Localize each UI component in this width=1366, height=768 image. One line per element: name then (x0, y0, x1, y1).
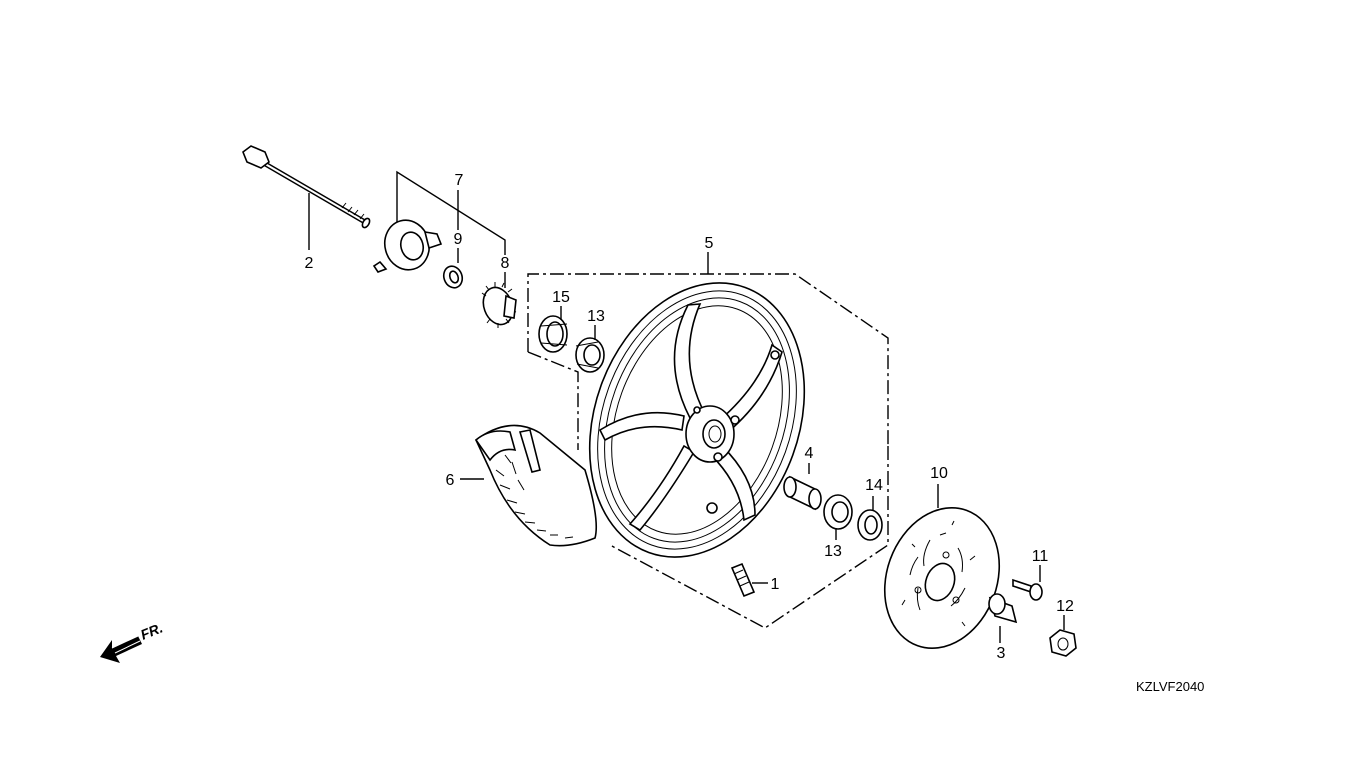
callout-3: 3 (997, 645, 1006, 662)
callout-2: 2 (305, 255, 314, 272)
part-bearing-left (575, 337, 605, 373)
callout-1: 1 (771, 576, 780, 593)
part-washer (442, 265, 464, 289)
callout-11: 11 (1032, 548, 1049, 565)
callout-10: 10 (930, 465, 948, 482)
callout-bracket-5-lower (527, 351, 889, 629)
part-valve (730, 562, 756, 598)
front-direction-arrow (100, 635, 142, 663)
part-front-wheel (588, 282, 806, 558)
diagram-code: KZLVF2040 (1136, 679, 1204, 694)
callout-6: 6 (446, 472, 455, 489)
callout-13b: 13 (824, 543, 842, 560)
part-dust-seal-right (857, 509, 883, 541)
front-label: FR. (138, 619, 165, 642)
callout-4: 4 (805, 445, 814, 462)
part-brake-disc (883, 506, 1001, 650)
part-dust-seal (538, 315, 568, 353)
part-disc-bolt (1012, 578, 1043, 601)
callout-5: 5 (705, 235, 714, 252)
callout-7: 7 (455, 172, 464, 189)
callout-15: 15 (552, 289, 570, 306)
callout-bracket-7 (396, 170, 506, 255)
callout-8: 8 (501, 255, 510, 272)
part-distance-collar (783, 475, 822, 511)
part-tire (474, 424, 598, 547)
part-bearing-right (823, 494, 853, 530)
part-axle-nut (1049, 629, 1077, 657)
callout-14: 14 (865, 477, 883, 494)
callout-9: 9 (454, 231, 463, 248)
part-gear-retainer (481, 282, 517, 328)
part-axle-bolt (242, 145, 371, 229)
callout-12: 12 (1056, 598, 1074, 615)
callout-13a: 13 (587, 308, 605, 325)
part-speedometer-gearbox (372, 219, 443, 273)
part-side-collar (988, 593, 1018, 624)
callout-bracket-5 (527, 273, 889, 446)
